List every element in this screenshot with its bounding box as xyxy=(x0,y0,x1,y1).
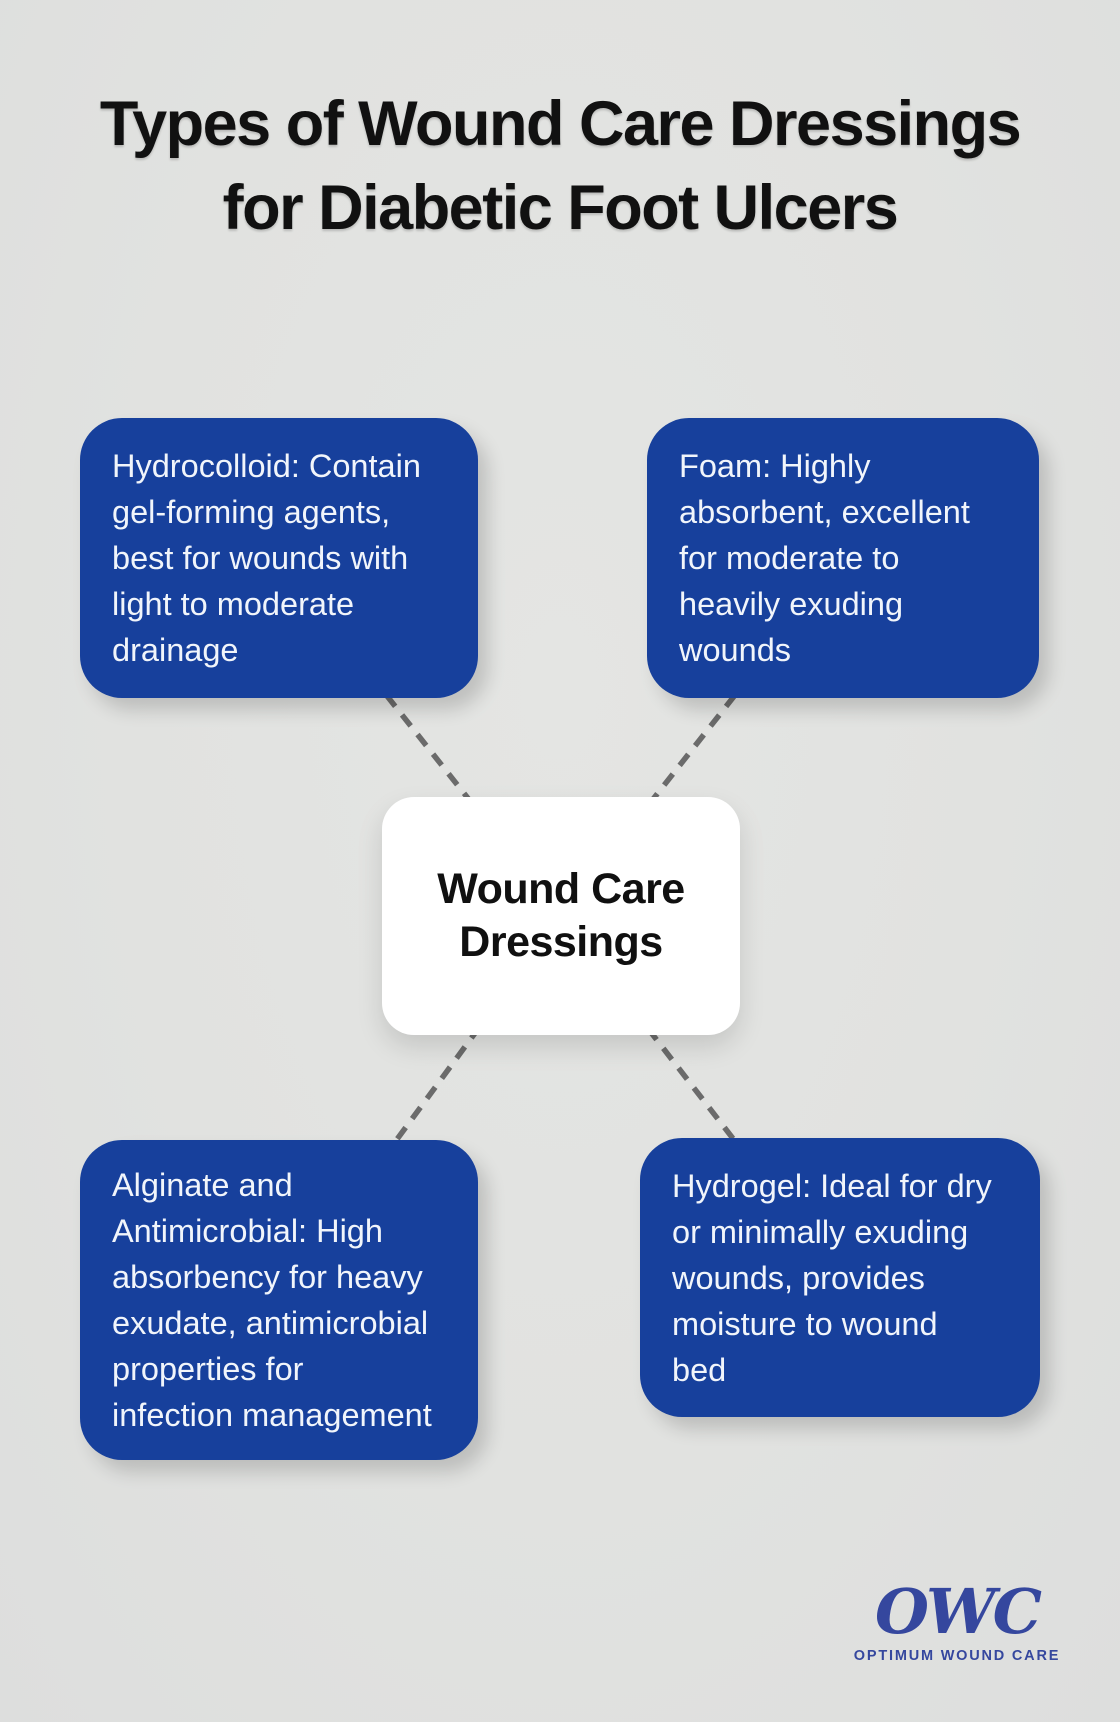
center-node-wound-care-dressings: Wound Care Dressings xyxy=(382,797,740,1035)
node-alginate-antimicrobial-text: Alginate and Antimicrobial: High absorbe… xyxy=(112,1167,432,1433)
node-hydrocolloid: Hydrocolloid: Contain gel-forming agents… xyxy=(80,418,478,698)
node-hydrogel-text: Hydrogel: Ideal for dry or minimally exu… xyxy=(672,1167,992,1388)
owc-logo: OWC OPTIMUM WOUND CARE xyxy=(852,1575,1062,1665)
node-foam: Foam: Highly absorbent, excellent for mo… xyxy=(647,418,1039,698)
owc-logo-tagline: OPTIMUM WOUND CARE xyxy=(853,1648,1061,1664)
page-title: Types of Wound Care Dressings for Diabet… xyxy=(99,89,1022,243)
node-hydrogel: Hydrogel: Ideal for dry or minimally exu… xyxy=(640,1138,1040,1417)
node-hydrocolloid-text: Hydrocolloid: Contain gel-forming agents… xyxy=(112,448,421,668)
center-node-label: Wound Care Dressings xyxy=(437,865,685,966)
node-alginate-antimicrobial: Alginate and Antimicrobial: High absorbe… xyxy=(80,1140,478,1460)
node-foam-text: Foam: Highly absorbent, excellent for mo… xyxy=(679,448,970,668)
owc-logo-script: OWC xyxy=(875,1575,1042,1648)
